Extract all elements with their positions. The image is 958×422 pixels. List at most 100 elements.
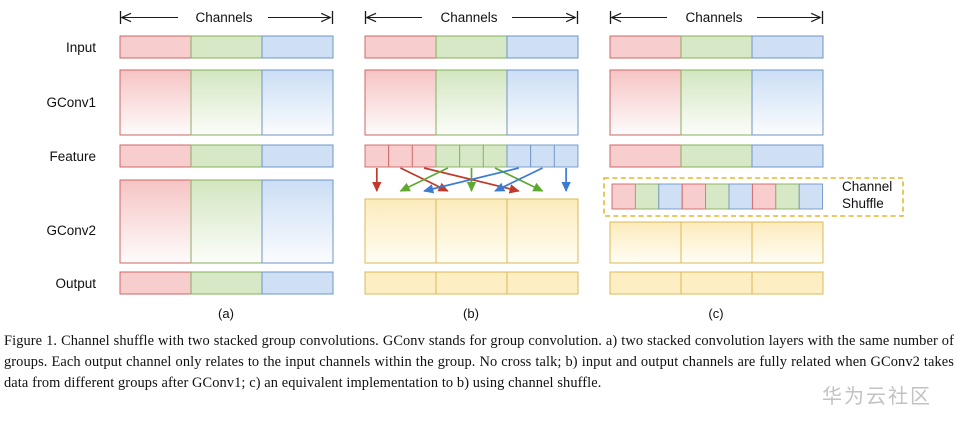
gconv-group-green: [435, 69, 508, 136]
gconv-group-blue: [751, 69, 824, 136]
shuffle-arrow-green: [399, 167, 449, 192]
panel-a-output-row: [119, 271, 334, 295]
panel-b-gconv2-row: [364, 198, 579, 264]
feature-channel: [482, 144, 508, 168]
gconv-group-red: [609, 69, 682, 136]
channel-group-green: [190, 271, 263, 295]
channels-axis-a: Channels: [119, 10, 334, 25]
gconv-group-yellow: [751, 221, 824, 264]
gconv-group-yellow: [506, 198, 579, 264]
panel-c-gconv1-row: [609, 69, 824, 136]
channel-group-red: [609, 144, 682, 168]
shuffled-channel-red: [751, 183, 777, 210]
channel-group-red: [119, 271, 192, 295]
channel-group-blue: [751, 35, 824, 59]
feature-channel: [506, 144, 532, 168]
shuffle-arrow-blue: [423, 167, 520, 194]
channel-group-yellow: [751, 271, 824, 295]
channel-group-red: [119, 144, 192, 168]
gconv-group-yellow: [435, 198, 508, 264]
channel-group-green: [190, 144, 263, 168]
gconv-group-red: [119, 179, 192, 264]
feature-channel: [364, 144, 390, 168]
channel-shuffle-region: Channel Shuffle: [603, 177, 904, 217]
channel-group-green: [190, 35, 263, 59]
row-label-gconv2: GConv2: [46, 223, 96, 238]
panel-c-gconv2-row: [609, 221, 824, 264]
channel-shuffle-label-line2: Shuffle: [842, 196, 884, 211]
channel-shuffle-diagram: Input GConv1 Feature GConv2 Output Chann…: [46, 10, 904, 321]
channels-axis-label-a: Channels: [195, 10, 252, 25]
channel-group-blue: [261, 144, 334, 168]
gconv-group-blue: [261, 179, 334, 264]
panel-a-gconv2-row: [119, 179, 334, 264]
feature-channel: [530, 144, 555, 168]
channel-group-green: [680, 144, 753, 168]
channels-axis-label-b: Channels: [440, 10, 497, 25]
channel-group-blue: [261, 35, 334, 59]
channels-axis-c: Channels: [609, 10, 824, 25]
shuffled-channel-green: [705, 183, 730, 210]
channel-group-yellow: [609, 271, 682, 295]
figure-caption: Figure 1. Channel shuffle with two stack…: [4, 333, 954, 391]
shuffled-channel-red: [681, 183, 707, 210]
row-label-input: Input: [66, 40, 96, 55]
shuffled-channel-blue: [658, 183, 683, 210]
feature-channel: [435, 144, 461, 168]
panel-c: Channels: [603, 10, 904, 321]
channel-group-red: [609, 35, 682, 59]
gconv-group-blue: [506, 69, 579, 136]
channel-group-red: [119, 35, 192, 59]
channel-group-green: [435, 35, 508, 59]
gconv-group-green: [190, 179, 263, 264]
row-label-output: Output: [55, 276, 96, 291]
panel-c-output-row: [609, 271, 824, 295]
panel-a: Channels: [119, 10, 334, 321]
panel-b-output-row: [364, 271, 579, 295]
gconv-group-red: [364, 69, 437, 136]
channel-group-blue: [751, 144, 824, 168]
shuffled-channel-green: [775, 183, 800, 210]
channels-axis-label-c: Channels: [685, 10, 742, 25]
feature-channel: [388, 144, 413, 168]
panel-b-gconv1-row: [364, 69, 579, 136]
shuffled-channel-blue: [728, 183, 753, 210]
feature-channel: [411, 144, 437, 168]
gconv-group-red: [119, 69, 192, 136]
channel-group-blue: [261, 271, 334, 295]
channel-shuffle-label-line1: Channel: [842, 179, 892, 194]
channel-group-yellow: [364, 271, 437, 295]
shuffled-channel-green: [634, 183, 660, 210]
row-labels: Input GConv1 Feature GConv2 Output: [46, 40, 96, 291]
panel-a-gconv1-row: [119, 69, 334, 136]
gconv-group-green: [190, 69, 263, 136]
row-label-feature: Feature: [49, 149, 96, 164]
row-label-gconv1: GConv1: [46, 95, 96, 110]
channel-group-yellow: [435, 271, 508, 295]
panel-b-input-row: [364, 35, 579, 59]
panel-b-feature-row: [364, 144, 579, 168]
channel-group-red: [364, 35, 437, 59]
shuffled-channels-row: [611, 183, 824, 210]
panel-label-a: (a): [218, 306, 234, 321]
gconv-group-yellow: [680, 221, 753, 264]
channel-group-green: [680, 35, 753, 59]
channels-axis-b: Channels: [364, 10, 579, 25]
gconv-group-blue: [261, 69, 334, 136]
panel-label-b: (b): [463, 306, 479, 321]
panel-c-input-row: [609, 35, 824, 59]
channel-group-yellow: [680, 271, 753, 295]
panel-label-c: (c): [708, 306, 723, 321]
channel-group-blue: [506, 35, 579, 59]
shuffle-arrow-blue: [494, 167, 543, 192]
channel-group-yellow: [506, 271, 579, 295]
cross-group-arrows: [372, 167, 571, 194]
feature-channel: [459, 144, 484, 168]
gconv-group-green: [680, 69, 753, 136]
shuffled-channel-red: [611, 183, 636, 210]
gconv-group-yellow: [364, 198, 437, 264]
panel-a-feature-row: [119, 144, 334, 168]
panel-b: Channels: [364, 10, 579, 321]
shuffled-channel-blue: [798, 183, 824, 210]
